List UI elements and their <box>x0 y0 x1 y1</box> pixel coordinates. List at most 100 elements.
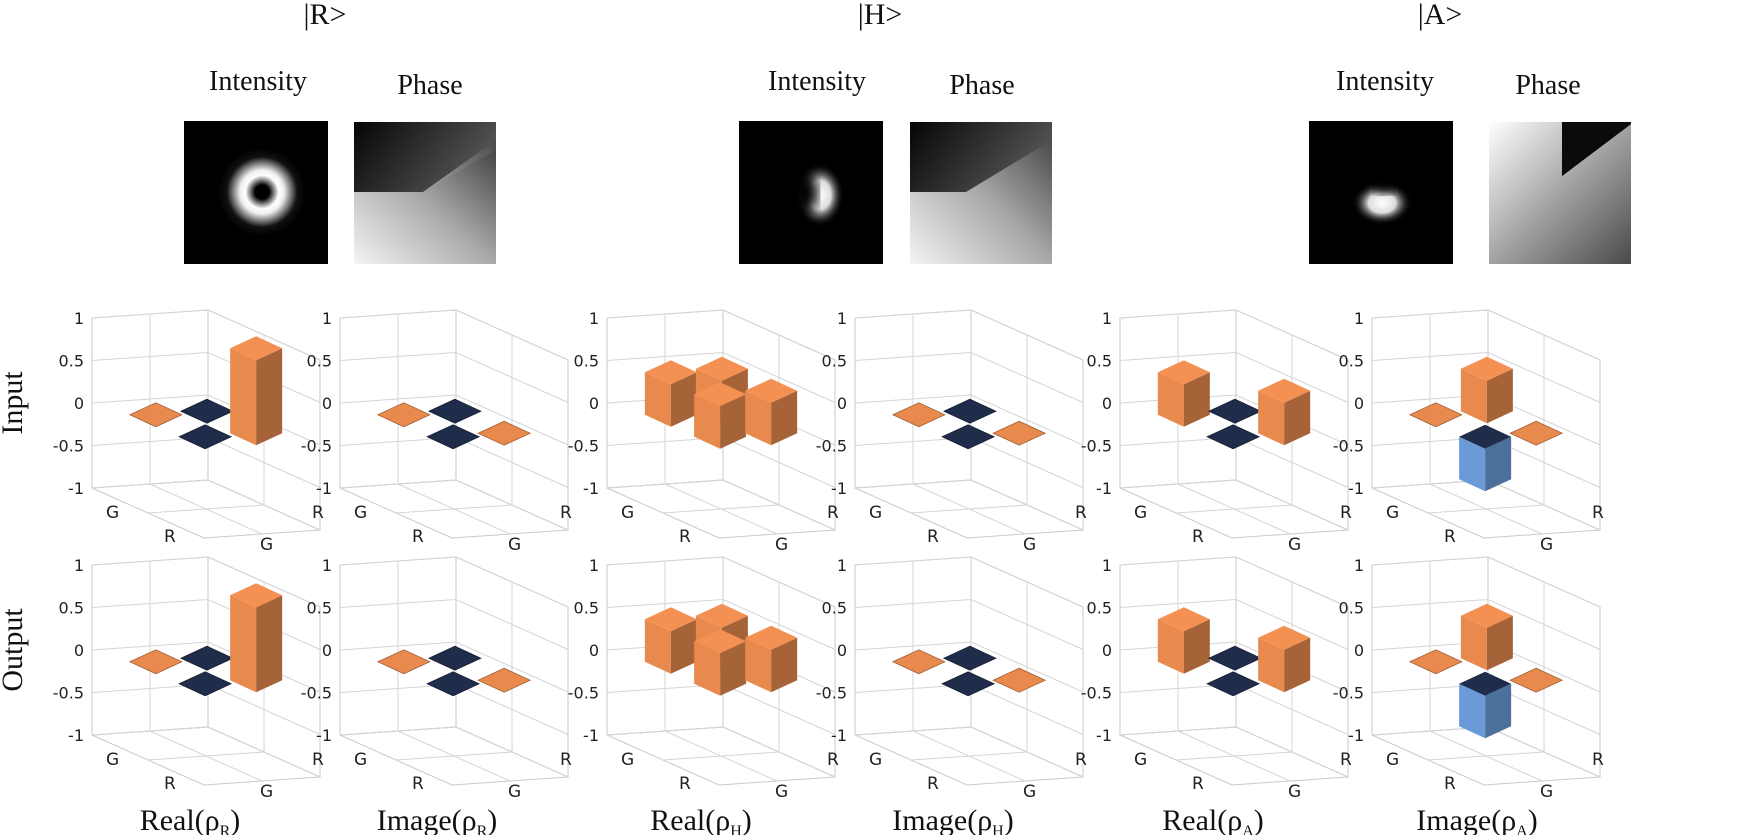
z-tick-label: -1 <box>1348 479 1364 498</box>
bar-face <box>1460 615 1487 671</box>
bar-flat <box>942 398 997 424</box>
basis-label: G <box>869 750 882 770</box>
basis-label: R <box>312 750 324 770</box>
bar-face <box>256 348 283 446</box>
floor-gridline <box>147 751 265 761</box>
basis-label: R <box>1444 527 1456 547</box>
bar-flat <box>128 402 183 428</box>
basis-label: R <box>412 774 424 794</box>
z-gridline <box>1119 598 1349 650</box>
basis-label: R <box>1192 527 1204 547</box>
z-gridline <box>91 641 321 693</box>
row-label-output: Output <box>0 608 29 692</box>
z-tick-label: 0 <box>1102 394 1112 413</box>
z-tick-label: 0.5 <box>307 352 332 371</box>
z-tick-label: 1 <box>837 556 847 575</box>
floor-gridline <box>662 504 780 514</box>
phase-title-h: Phase <box>949 70 1014 101</box>
z-gridline <box>854 556 1084 608</box>
z-gridline <box>339 351 569 403</box>
bar-flat <box>426 424 481 450</box>
basis-label: R <box>1340 750 1352 770</box>
bar-face <box>694 641 721 696</box>
z-gridline <box>339 641 569 693</box>
bar-flat <box>1509 420 1564 446</box>
bar-top <box>230 583 283 608</box>
z-tick-label: -1 <box>583 479 599 498</box>
state-label-a: |A> <box>1418 0 1463 31</box>
basis-label: G <box>775 535 788 555</box>
z-tick-label: 0 <box>322 394 332 413</box>
z-tick-label: -0.5 <box>568 437 599 456</box>
bar-flat <box>427 645 482 671</box>
z-tick-label: 0 <box>837 641 847 660</box>
z-tick-label: -0.5 <box>1333 684 1364 703</box>
basis-label: R <box>412 527 424 547</box>
bar-face <box>720 641 747 696</box>
basis-label: R <box>679 527 691 547</box>
bar-flat <box>128 649 183 675</box>
basis-label: R <box>560 503 572 523</box>
bar-face <box>1486 615 1513 671</box>
z-tick-label: 0.5 <box>574 352 599 371</box>
z-tick-label: -0.5 <box>1333 437 1364 456</box>
z-tick-label: 1 <box>1354 309 1364 328</box>
bar-face <box>694 394 721 449</box>
basis-label: R <box>827 503 839 523</box>
basis-label: R <box>1340 503 1352 523</box>
bar-top <box>745 625 798 650</box>
bar-face <box>1157 372 1184 427</box>
floor-gridline <box>1175 751 1293 761</box>
bar-face <box>1258 390 1285 446</box>
z-gridline <box>339 479 569 531</box>
bar-top <box>1157 360 1210 385</box>
bar-top <box>230 336 283 361</box>
z-tick-label: -0.5 <box>568 684 599 703</box>
z-tick-label: -0.5 <box>301 684 332 703</box>
z-gridline <box>606 556 836 608</box>
basis-label: G <box>775 782 788 802</box>
basis-label: R <box>1444 774 1456 794</box>
z-tick-label: 0.5 <box>822 352 847 371</box>
bar-flat <box>376 649 431 675</box>
z-tick-label: -1 <box>316 479 332 498</box>
basis-label: G <box>869 503 882 523</box>
basis-label: R <box>927 774 939 794</box>
phase-image-a <box>1489 122 1631 264</box>
bar-face <box>670 372 697 427</box>
basis-label: G <box>1540 782 1553 802</box>
z-tick-label: 0.5 <box>1087 352 1112 371</box>
z-tick-label: 0.5 <box>1339 599 1364 618</box>
z-gridline <box>854 479 1084 531</box>
z-gridline <box>91 394 321 446</box>
column-label: Image(ρR) <box>377 804 498 835</box>
z-gridline <box>1119 556 1349 608</box>
z-tick-label: -1 <box>316 726 332 745</box>
z-tick-label: 1 <box>322 556 332 575</box>
basis-label: R <box>164 774 176 794</box>
bar-flat <box>1408 649 1463 675</box>
bar-face <box>771 390 798 446</box>
bar-top <box>695 356 748 381</box>
bar-flat <box>477 420 532 446</box>
z-gridline <box>339 598 569 650</box>
bar-flat <box>941 671 996 697</box>
z-tick-label: 0 <box>74 394 84 413</box>
state-label-r: |R> <box>304 0 347 31</box>
column-labels: Real(ρR)Image(ρR)Real(ρH)Image(ρH)Real(ρ… <box>140 804 1538 835</box>
z-tick-label: -0.5 <box>53 684 84 703</box>
basis-label: G <box>1023 782 1036 802</box>
bar-face <box>1284 637 1311 693</box>
basis-label: G <box>260 535 273 555</box>
column-label: Image(ρA) <box>1416 804 1537 835</box>
intensity-title-a: Intensity <box>1336 66 1434 97</box>
bar-flat <box>376 402 431 428</box>
bar-flat <box>942 645 997 671</box>
z-tick-label: 0.5 <box>59 599 84 618</box>
z-tick-label: -1 <box>1096 726 1112 745</box>
basis-label: G <box>106 503 119 523</box>
bar-face <box>1485 683 1512 739</box>
